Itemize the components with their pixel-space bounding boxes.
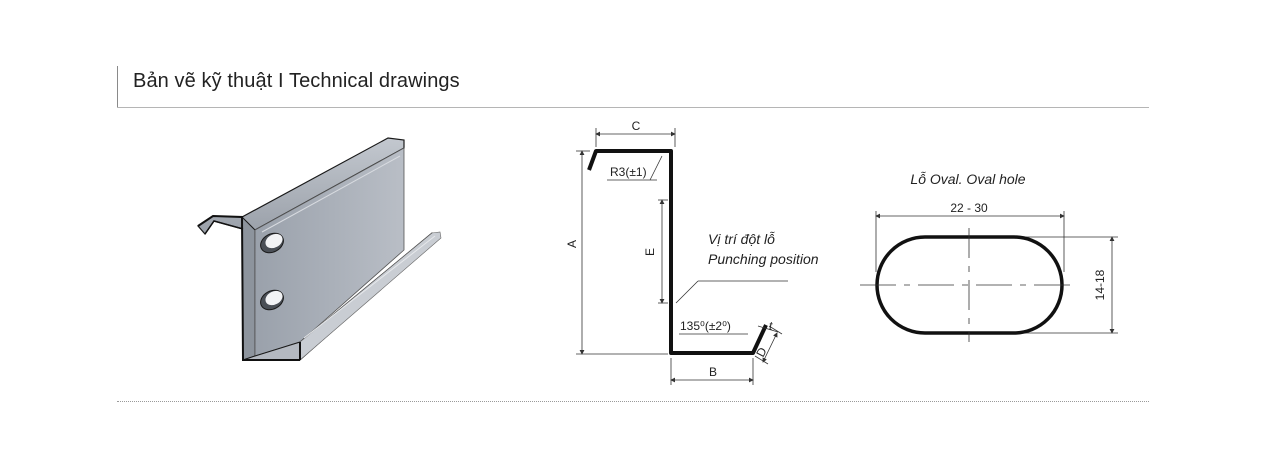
z-purlin-3d-illustration — [197, 137, 442, 361]
dimension-a-label: A — [565, 240, 579, 248]
oval-hole-lower-icon — [260, 289, 284, 311]
angle-label: 135⁰(±2⁰) — [680, 319, 731, 333]
heading-vertical-rule — [117, 66, 118, 107]
thickness-label: t — [769, 319, 773, 333]
dimension-c-label: C — [632, 119, 641, 133]
punching-position-vi: Vị trí đột lỗ — [708, 231, 775, 247]
dimension-d-label: D — [753, 345, 770, 360]
dimension-e-label: E — [643, 248, 657, 256]
page-title: Bản vẽ kỹ thuật I Technical drawings — [133, 70, 460, 92]
footer-divider — [117, 401, 1149, 402]
z-profile-section-drawing: C A E R3(±1) Vị trí đột lỗ Punching posi… — [565, 119, 819, 385]
oval-height-label: 14-18 — [1093, 269, 1107, 300]
oval-hole-detail-drawing: Lỗ Oval. Oval hole 22 - 30 14-18 — [860, 171, 1118, 342]
heading-divider — [117, 107, 1149, 108]
oval-hole-upper-icon — [260, 232, 284, 254]
radius-label: R3(±1) — [610, 165, 647, 179]
oval-width-label: 22 - 30 — [950, 201, 988, 215]
punching-position-en: Punching position — [708, 251, 819, 267]
oval-hole-title: Lỗ Oval. Oval hole — [910, 171, 1025, 187]
dimension-b-label: B — [709, 365, 717, 379]
